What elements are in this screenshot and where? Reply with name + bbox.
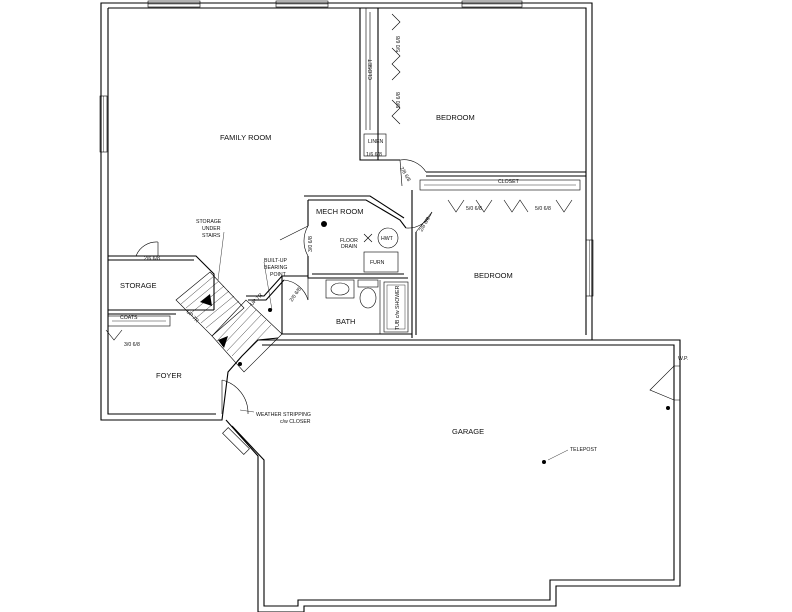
built-up-bearing-point-label: BUILT-UP [264, 258, 288, 264]
garage-label: GARAGE [452, 427, 484, 436]
mech-room-label: MECH ROOM [316, 207, 364, 216]
door-size-label: 3/0 6/8 [124, 342, 140, 348]
door-size-label: 2/8 6/8 [398, 166, 411, 183]
telepost-label: TELEPOST [570, 447, 598, 453]
room-labels: FAMILY ROOM BEDROOM BEDROOM MECH ROOM ST… [120, 113, 513, 436]
door-size-label: 1/6 6/8 [366, 152, 382, 158]
bedroom-label: BEDROOM [436, 113, 475, 122]
built-up-bearing-point-label: POINT [270, 272, 287, 278]
windows [99, 0, 594, 455]
annotations: LINEN CLOSET CLOSET COATS FURN HWT FLOOR… [120, 58, 688, 453]
door-size-labels: 5/0 6/8 5/0 6/8 1/6 6/8 2/8 6/8 2/8 6/8 … [124, 36, 551, 348]
weather-stripping-label: c/w CLOSER [280, 419, 311, 425]
stairs [175, 271, 283, 373]
built-up-bearing-point-label: BEARING [264, 265, 287, 271]
tub-shower-label: TUB c/w SHOWER [395, 285, 401, 330]
wp-label: W.P. [678, 356, 688, 362]
furnace-label: FURN [370, 260, 385, 266]
weather-stripping-label: WEATHER STRIPPING [256, 412, 311, 418]
linen-label: LINEN [368, 139, 384, 145]
exterior-walls [100, 2, 681, 612]
closet-label: CLOSET [368, 58, 374, 80]
storage-under-stairs-label: STORAGE [196, 219, 222, 225]
door-size-label: 5/0 6/8 [396, 36, 402, 52]
floor-drain-label: DRAIN [341, 244, 357, 250]
storage-label: STORAGE [120, 281, 157, 290]
door-size-label: 5/0 6/8 [466, 206, 482, 212]
door-size-label: 5/0 6/8 [535, 206, 551, 212]
bath-label: BATH [336, 317, 355, 326]
storage-under-stairs-label: STAIRS [202, 233, 221, 239]
bedroom-label: BEDROOM [474, 271, 513, 280]
leader-lines [217, 231, 569, 461]
bifold-doors [105, 13, 573, 341]
door-size-label: 2/6 6/8 [289, 287, 303, 304]
door-size-label: 2/6 6/8 [144, 256, 160, 262]
coats-label: COATS [120, 315, 138, 321]
door-size-label: 3/0 6/8 [308, 236, 314, 252]
fixtures [238, 221, 670, 464]
interior-walls [107, 8, 586, 341]
closet-label: CLOSET [498, 179, 520, 185]
foyer-label: FOYER [156, 371, 182, 380]
hwt-label: HWT [381, 236, 394, 242]
storage-under-stairs-label: UNDER [202, 226, 221, 232]
family-room-label: FAMILY ROOM [220, 133, 271, 142]
floor-drain-label: FLOOR [340, 238, 358, 244]
door-swings [135, 159, 681, 415]
door-size-label: 5/0 6/8 [396, 92, 402, 108]
stairs-up-label: UP 7R [185, 309, 200, 324]
